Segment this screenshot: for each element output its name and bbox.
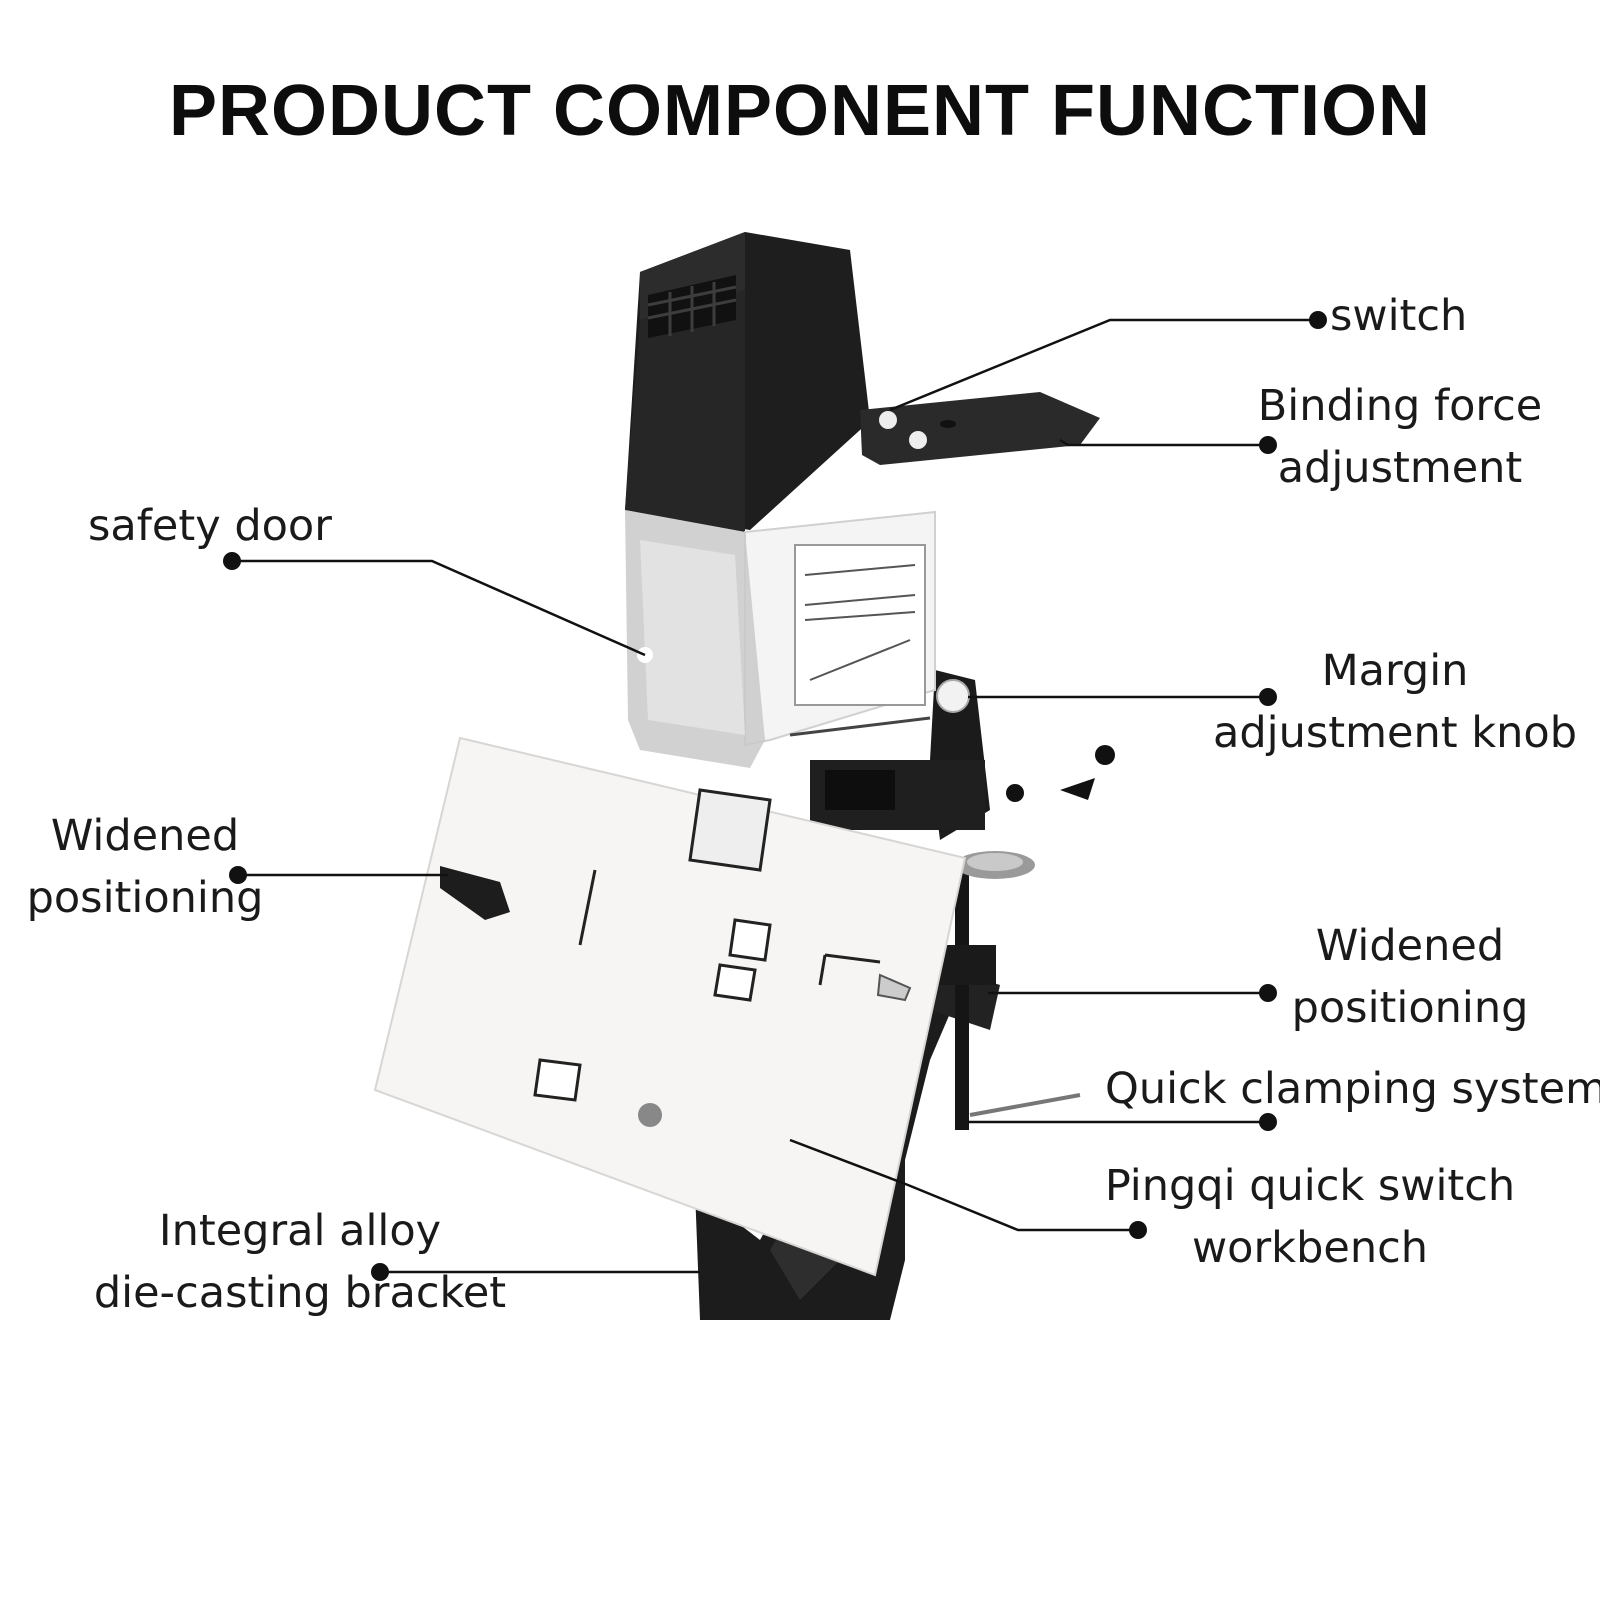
dot-safety-door	[223, 552, 241, 570]
label-binding-force: Binding force adjustment	[1257, 381, 1543, 493]
leader-dots	[223, 311, 1327, 1281]
label-quick-clamping: Quick clamping system	[1105, 1064, 1600, 1114]
dot-bracket	[371, 1263, 389, 1281]
leader-safety-door	[232, 559, 646, 657]
label-widened-left: Widened positioning	[26, 811, 264, 923]
dot-pingqi	[1129, 1221, 1147, 1239]
leader-switch	[889, 318, 1318, 412]
loose-part	[1095, 745, 1115, 765]
dot-widened-right	[1259, 984, 1277, 1002]
loose-part	[1006, 784, 1024, 802]
label-bracket: Integral alloy die-casting bracket	[93, 1206, 507, 1318]
dot-margin-knob	[1259, 688, 1277, 706]
dot-switch	[1309, 311, 1327, 329]
dot-quick-clamping	[1259, 1113, 1277, 1131]
head-mount	[810, 670, 990, 840]
loose-part	[1060, 778, 1095, 800]
page-title: PRODUCT COMPONENT FUNCTION	[169, 71, 1431, 151]
leader-lines	[232, 318, 1318, 1274]
safety-door	[625, 510, 765, 768]
leader-pingqi	[789, 1138, 1138, 1232]
dot-binding-force	[1259, 436, 1277, 454]
dot-widened-left	[229, 866, 247, 884]
label-pingqi: Pingqi quick switch workbench	[1104, 1161, 1516, 1273]
label-margin-knob: Margin adjustment knob	[1213, 646, 1577, 758]
label-safety-door: safety door	[88, 501, 332, 551]
leader-binding-force	[1059, 438, 1268, 447]
label-widened-right: Widened positioning	[1291, 921, 1529, 1033]
label-switch: switch	[1330, 291, 1468, 341]
work-plate	[373, 736, 967, 1277]
machine-housing	[625, 232, 1100, 532]
clamp-post	[938, 851, 1081, 1130]
